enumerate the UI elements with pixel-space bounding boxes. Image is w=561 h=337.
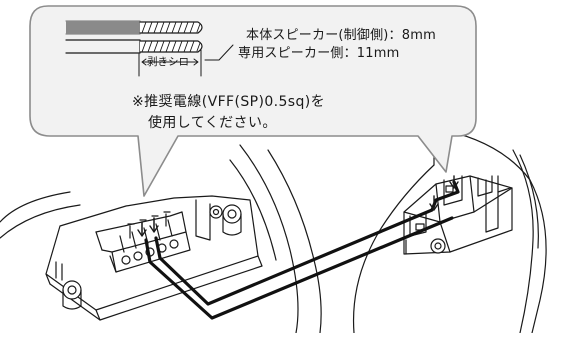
strip-length-label: 剥きシロ [147, 56, 189, 68]
main-speaker-terminal-board [45, 195, 263, 321]
wire-illustration [65, 20, 203, 54]
spec-dedicated-speaker-strip-length: 専用スピーカー側：11mm [238, 46, 400, 61]
recommended-wire-note-line1: ※推奨電線(VFF(SP)0.5sq)を [132, 94, 326, 110]
dedicated-speaker [352, 127, 547, 334]
connection-arrows [137, 175, 459, 237]
strip-length-dimension [138, 49, 202, 77]
dedicated-speaker-terminal [403, 175, 513, 255]
recommended-wire-note-line2: 使用してください。 [148, 115, 277, 131]
spec-main-speaker-strip-length: 本体スピーカー(制御側)：8mm [246, 28, 436, 43]
main-speaker [0, 144, 322, 334]
speaker-cable [144, 180, 460, 320]
spec-leader-line [204, 44, 234, 61]
callout-bubble [29, 5, 477, 197]
